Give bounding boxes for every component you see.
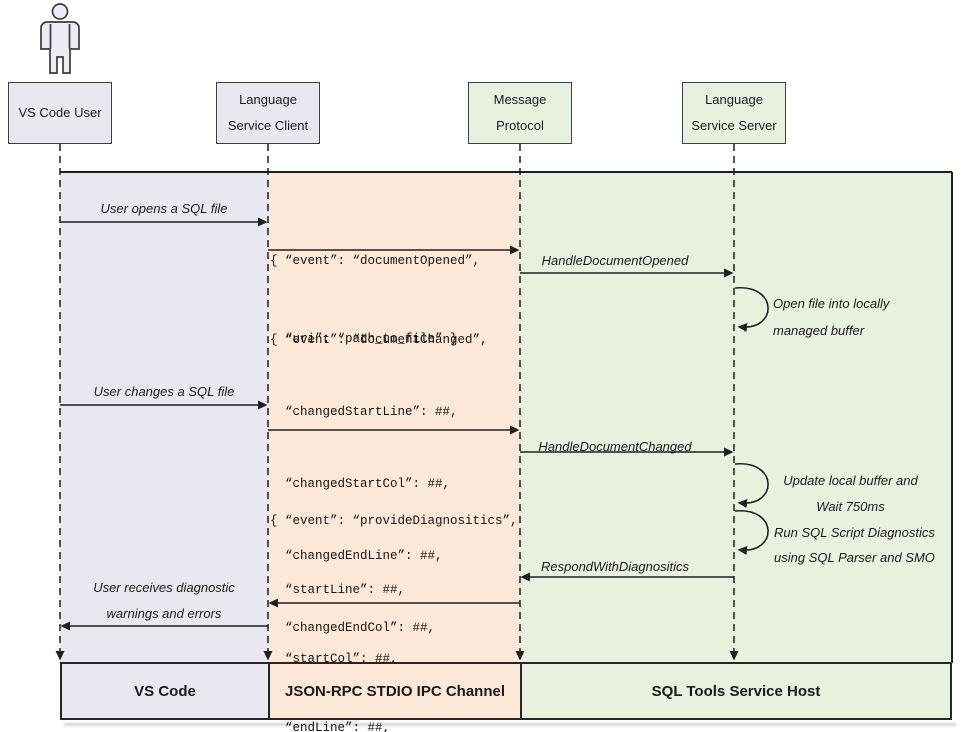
footer-label: JSON-RPC STDIO IPC Channel: [284, 682, 506, 700]
label-user-receives-diagnostics: User receives diagnostic warnings and er…: [60, 575, 268, 627]
payload-line: { “event”: “provideDiagnositics”,: [270, 514, 518, 528]
actor-box-language-service-server: Language Service Server: [682, 82, 786, 144]
lane-service-host: [520, 172, 952, 662]
footer-label: SQL Tools Service Host: [651, 682, 821, 700]
payload-line: “changedStartCol”: ##,: [270, 477, 451, 491]
note-run-sql-diagnostics: Run SQL Script Diagnostics using SQL Par…: [774, 520, 935, 570]
label-user-changes-sql-file: User changes a SQL file: [93, 384, 235, 399]
actor-box-message-protocol: Message Protocol: [468, 82, 572, 144]
label-respond-with-diagnostics: RespondWithDiagnositics: [540, 559, 689, 574]
footer-sql-tools-service-host: SQL Tools Service Host: [520, 662, 952, 720]
note-line: Update local buffer and: [783, 473, 918, 488]
footer-vscode: VS Code: [60, 662, 270, 720]
actor-label: Language: [239, 92, 297, 107]
label-handle-document-opened: HandleDocumentOpened: [541, 253, 689, 268]
note-line: managed buffer: [773, 323, 865, 338]
user-actor-icon: [40, 3, 80, 74]
lane-vscode-user: [60, 172, 268, 662]
footer-label: VS Code: [134, 682, 196, 700]
actor-label: Service Client: [227, 118, 309, 133]
actor-label: Service Server: [691, 118, 777, 133]
payload-line: “changedEndLine”: ##,: [270, 549, 443, 563]
payload-line: { “event”: “documentOpened”,: [270, 254, 481, 268]
payload-line: “endLine”: ##,: [270, 721, 391, 732]
footer-ipc-channel: JSON-RPC STDIO IPC Channel: [268, 662, 522, 720]
note-line: using SQL Parser and SMO: [774, 550, 935, 565]
lane-ipc-channel: [268, 172, 520, 662]
label-line: warnings and errors: [106, 606, 222, 621]
payload-document-opened: { “event”: “documentOpened”, “uri”: “pat…: [270, 196, 480, 404]
payload-line: { “event”: “documentChanged”,: [270, 333, 488, 347]
note-line: Open file into locally: [773, 296, 890, 311]
actor-box-language-service-client: Language Service Client: [216, 82, 320, 144]
footer-shadow: [64, 723, 956, 726]
note-open-file-into-buffer: Open file into locally managed buffer: [773, 290, 889, 344]
actor-box-vscode-user: VS Code User: [8, 82, 112, 144]
actor-label: Protocol: [496, 118, 544, 133]
actor-label: VS Code User: [18, 105, 102, 120]
label-user-opens-sql-file: User opens a SQL file: [100, 201, 228, 216]
payload-line: “changedStartLine”: ##,: [270, 405, 458, 419]
payload-line: “startLine”: ##,: [270, 583, 406, 597]
note-update-buffer-wait: Update local buffer and Wait 750ms: [763, 468, 938, 520]
note-line: Wait 750ms: [816, 499, 885, 514]
label-handle-document-changed: HandleDocumentChanged: [538, 439, 692, 454]
note-line: Run SQL Script Diagnostics: [774, 525, 935, 540]
actor-label: Language: [705, 92, 763, 107]
payload-line: “uri”: “path_to_file” }: [270, 332, 458, 346]
actor-label: Message: [493, 92, 547, 107]
payload-line: “changedEndCol”: ##,: [270, 621, 436, 635]
label-line: User receives diagnostic: [93, 580, 235, 595]
